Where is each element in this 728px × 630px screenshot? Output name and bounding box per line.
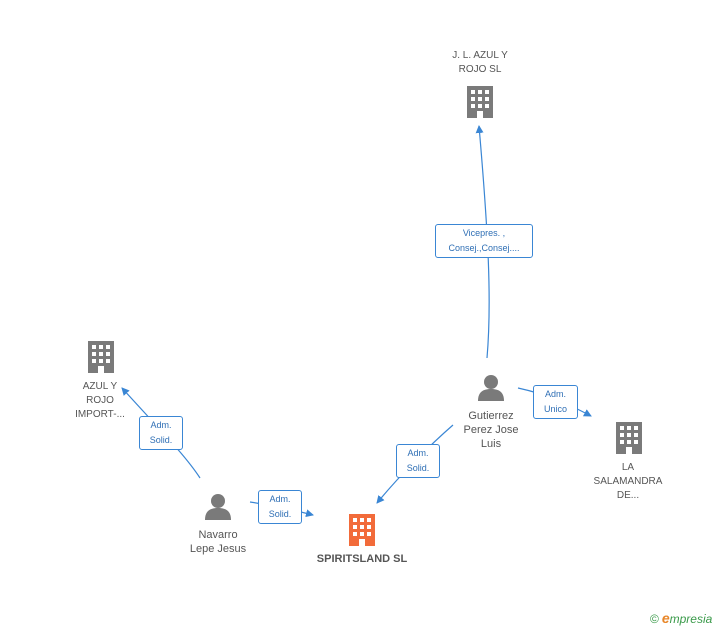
edge-label-adm-solid-navarro-spirits: Adm. Solid.: [258, 490, 302, 524]
copyright-symbol: ©: [650, 612, 659, 626]
node-label-gutierrez[interactable]: Gutierrez Perez Jose Luis: [463, 410, 519, 450]
building-icon[interactable]: [88, 341, 114, 373]
edge-label-adm-unico: Adm. Unico: [533, 385, 578, 419]
building-icon[interactable]: [349, 514, 375, 546]
brand-name: mpresia: [669, 612, 713, 626]
edge-label-vicepres: Vicepres. , Consej.,Consej....: [435, 224, 533, 258]
empresia-logo: ©empresia: [650, 610, 712, 626]
node-label-navarro[interactable]: Navarro Lepe Jesus: [189, 529, 247, 555]
node-label-jl-azul[interactable]: J. L. AZUL Y ROJO SL: [452, 50, 508, 75]
building-icon[interactable]: [467, 86, 493, 118]
brand-initial: e: [661, 610, 670, 626]
node-label-la-salamandra[interactable]: LA SALAMANDRA DE...: [593, 462, 663, 501]
person-icon[interactable]: [205, 494, 231, 520]
node-label-spiritsland[interactable]: SPIRITSLAND SL: [316, 553, 408, 565]
building-icon[interactable]: [616, 422, 642, 454]
edge-label-adm-solid-gutierrez: Adm. Solid.: [396, 444, 440, 478]
edge-label-adm-solid-navarro-azul: Adm. Solid.: [139, 416, 183, 450]
edge-gutierrez-jl: [475, 125, 490, 359]
person-icon[interactable]: [478, 375, 504, 401]
node-label-azul-import[interactable]: AZUL Y ROJO IMPORT-...: [75, 381, 125, 420]
